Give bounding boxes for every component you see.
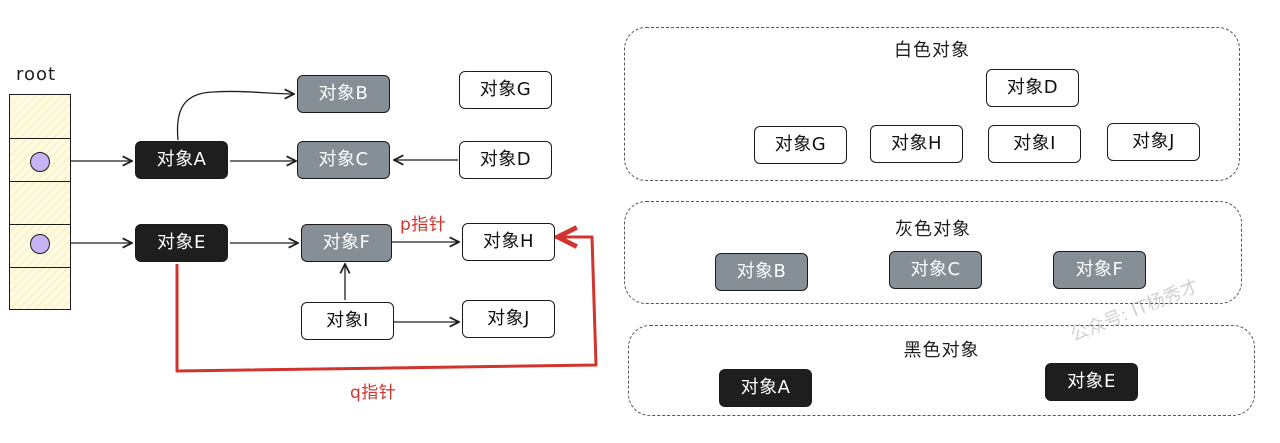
white-item: 对象G bbox=[754, 126, 847, 164]
root-set bbox=[9, 94, 71, 310]
root-label: root bbox=[16, 64, 57, 85]
arrow-a-b bbox=[176, 91, 294, 141]
node-object-d: 对象D bbox=[459, 141, 552, 179]
gray-item: 对象C bbox=[889, 251, 982, 289]
white-panel-title: 白色对象 bbox=[894, 40, 970, 61]
stack-slot bbox=[10, 267, 70, 310]
black-item: 对象E bbox=[1045, 363, 1138, 401]
gray-panel-title: 灰色对象 bbox=[895, 219, 971, 240]
gray-item: 对象F bbox=[1053, 251, 1146, 289]
node-object-c: 对象C bbox=[297, 141, 390, 179]
q-pointer-label: q指针 bbox=[350, 383, 397, 403]
node-object-h: 对象H bbox=[462, 223, 555, 261]
black-item: 对象A bbox=[719, 369, 812, 407]
arrow-q-pointer bbox=[175, 237, 598, 373]
stack-slot bbox=[10, 138, 70, 181]
white-item: 对象D bbox=[986, 69, 1079, 107]
stack-slot bbox=[10, 224, 70, 267]
stack-slot bbox=[10, 181, 70, 224]
gray-objects-panel: 灰色对象 对象B 对象C 对象F bbox=[624, 201, 1242, 304]
node-object-e: 对象E bbox=[135, 224, 228, 262]
root-pointer-dot bbox=[30, 234, 50, 254]
node-object-g: 对象G bbox=[459, 71, 552, 109]
black-objects-panel: 黑色对象 对象A 对象E bbox=[628, 325, 1255, 416]
black-panel-title: 黑色对象 bbox=[903, 340, 980, 361]
node-object-f: 对象F bbox=[301, 224, 392, 262]
p-pointer-label: p指针 bbox=[400, 215, 447, 235]
root-pointer-dot bbox=[30, 152, 50, 172]
node-object-j: 对象J bbox=[462, 300, 555, 338]
white-item: 对象H bbox=[870, 125, 963, 163]
node-object-b: 对象B bbox=[297, 75, 390, 113]
node-object-i: 对象I bbox=[301, 302, 394, 340]
white-objects-panel: 白色对象 对象D 对象G 对象H 对象I 对象J bbox=[624, 27, 1240, 181]
white-item: 对象I bbox=[988, 125, 1081, 163]
gray-item: 对象B bbox=[715, 253, 808, 291]
white-item: 对象J bbox=[1107, 123, 1200, 161]
node-object-a: 对象A bbox=[135, 141, 228, 179]
